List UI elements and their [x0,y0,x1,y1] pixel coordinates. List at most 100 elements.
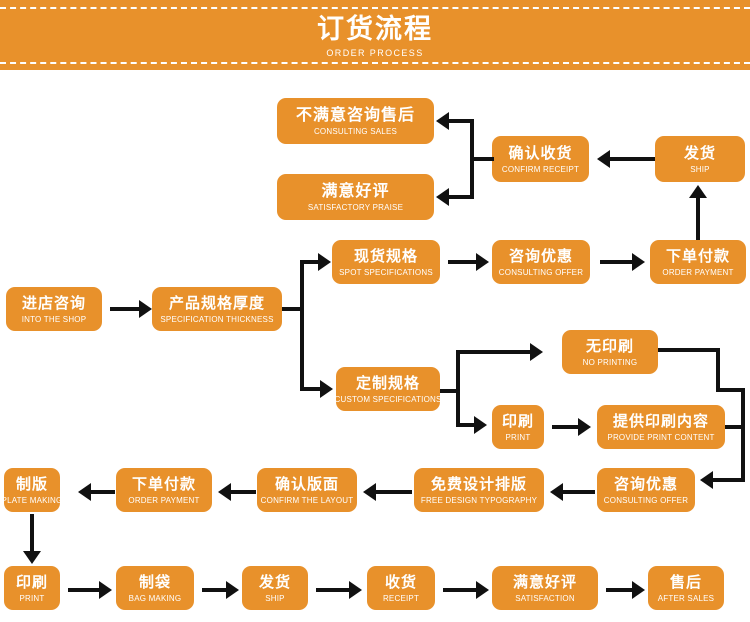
node-label-cn: 咨询优惠 [613,475,678,493]
arrowhead-up [689,185,707,198]
connector-no-printing-out [658,348,720,352]
node-label-en: FREE DESIGN TYPOGRAPHY [420,495,538,505]
node-spot-specifications[interactable]: 现货规格 SPOT SPECIFICATIONS [332,240,440,284]
node-label-en: SHIP [690,164,710,174]
connector-order-payment-to-plate-making [90,490,115,494]
connector-bag-making-to-ship [202,588,228,592]
node-print-branch[interactable]: 印刷 PRINT [492,405,544,449]
connector-to-no-printing [456,350,532,354]
node-label-en: ORDER PAYMENT [662,267,734,277]
arrowhead-left [363,483,376,501]
arrowhead-left [597,150,610,168]
node-receipt[interactable]: 收货 RECEIPT [367,566,435,610]
connector-order-payment-to-ship [696,197,700,240]
node-label-en: CONFIRM THE LAYOUT [260,495,354,505]
node-label-cn: 发货 [683,144,716,162]
node-label-cn: 现货规格 [353,247,418,265]
node-label-en: ORDER PAYMENT [128,495,200,505]
node-label-cn: 印刷 [501,412,534,430]
connector-confirm-receipt-split [470,119,474,199]
arrowhead-right [318,253,331,271]
node-bag-making[interactable]: 制袋 BAG MAKING [116,566,194,610]
node-label-en: RECEIPT [382,593,420,603]
arrowhead-right [226,581,239,599]
arrowhead-down [23,551,41,564]
node-label-cn: 免费设计排版 [430,475,527,493]
node-label-en: CONFIRM RECEIPT [501,164,580,174]
connector-free-design-to-confirm-layout [375,490,412,494]
banner-dashed-line-bottom [0,62,750,64]
node-order-payment-top[interactable]: 下单付款 ORDER PAYMENT [650,240,746,284]
banner-dashed-line-top [0,7,750,9]
arrowhead-right [99,581,112,599]
node-ship-top[interactable]: 发货 SHIP [655,136,745,182]
node-confirm-the-layout[interactable]: 确认版面 CONFIRM THE LAYOUT [257,468,357,512]
node-label-en: AFTER SALES [657,593,715,603]
node-free-design-typography[interactable]: 免费设计排版 FREE DESIGN TYPOGRAPHY [414,468,544,512]
connector-to-consulting-sales [448,119,472,123]
node-label-cn: 进店咨询 [21,294,86,312]
node-plate-making[interactable]: 制版 PLATE MAKING [1,468,63,512]
node-consulting-sales[interactable]: 不满意咨询售后 CONSULTING SALES [277,98,434,144]
node-satisfactory-praise[interactable]: 满意好评 SATISFACTORY PRAISE [277,174,434,220]
arrowhead-right [349,581,362,599]
node-label-cn: 发货 [258,573,291,591]
connector-merge-to-consulting-offer-row [712,478,745,482]
node-no-printing[interactable]: 无印刷 NO PRINTING [562,330,658,374]
arrowhead-left [436,188,449,206]
node-label-cn: 收货 [384,573,417,591]
page-title: 订货流程 [317,14,433,44]
node-label-cn: 印刷 [15,573,48,591]
node-label-en: CONSULTING OFFER [498,267,584,277]
arrowhead-right [632,253,645,271]
node-label-en: PRINT [19,593,45,603]
node-order-payment-row[interactable]: 下单付款 ORDER PAYMENT [116,468,212,512]
node-label-cn: 售后 [669,573,702,591]
node-after-sales[interactable]: 售后 AFTER SALES [648,566,724,610]
node-custom-specifications[interactable]: 定制规格 CUSTOM SPECIFICATIONS [334,367,442,411]
connector-merge-bus-vertical [741,388,745,480]
node-ship-bottom[interactable]: 发货 SHIP [242,566,308,610]
connector-confirm-receipt-stem [470,157,494,161]
connector-to-print-branch [456,423,476,427]
node-label-en: NO PRINTING [582,357,638,367]
connector-spot-to-consulting-offer [448,260,478,264]
connector-custom-spec-split [456,350,460,427]
connector-ship-to-receipt [316,588,351,592]
header-banner: 订货流程 ORDER PROCESS [0,0,750,70]
arrowhead-left [550,483,563,501]
connector-to-custom-specifications [300,387,322,391]
node-into-the-shop[interactable]: 进店咨询 INTO THE SHOP [6,287,102,331]
node-consulting-offer-row[interactable]: 咨询优惠 CONSULTING OFFER [597,468,695,512]
node-label-cn: 咨询优惠 [508,247,573,265]
node-label-en: SPECIFICATION THICKNESS [160,314,274,324]
node-label-cn: 不满意咨询售后 [295,106,415,124]
arrowhead-left [700,471,713,489]
connector-to-satisfactory-praise [448,195,472,199]
node-label-cn: 确认收货 [508,144,573,162]
node-specification-thickness[interactable]: 产品规格厚度 SPECIFICATION THICKNESS [152,287,282,331]
node-label-en: SPOT SPECIFICATIONS [339,267,433,277]
connector-no-printing-down [716,348,720,392]
node-label-cn: 产品规格厚度 [168,294,265,312]
node-label-en: PLATE MAKING [1,495,63,505]
node-satisfaction[interactable]: 满意好评 SATISFACTION [492,566,598,610]
node-label-en: CONSULTING OFFER [603,495,689,505]
arrowhead-right [139,300,152,318]
arrowhead-left [436,112,449,130]
arrowhead-right [476,253,489,271]
connector-consulting-offer-to-order-payment [600,260,634,264]
node-print-bottom[interactable]: 印刷 PRINT [4,566,60,610]
node-label-en: CUSTOM SPECIFICATIONS [334,394,442,404]
connector-confirm-layout-to-order-payment [230,490,256,494]
node-label-cn: 无印刷 [585,337,634,355]
node-confirm-receipt[interactable]: 确认收货 CONFIRM RECEIPT [492,136,589,182]
node-provide-print-content[interactable]: 提供印刷内容 PROVIDE PRINT CONTENT [597,405,725,449]
connector-ship-to-confirm-receipt [610,157,655,161]
connector-merge-bus-top [716,388,745,392]
node-label-cn: 制版 [15,475,48,493]
node-label-en: SHIP [265,593,285,603]
node-consulting-offer-top[interactable]: 咨询优惠 CONSULTING OFFER [492,240,590,284]
connector-satisfaction-to-after-sales [606,588,634,592]
